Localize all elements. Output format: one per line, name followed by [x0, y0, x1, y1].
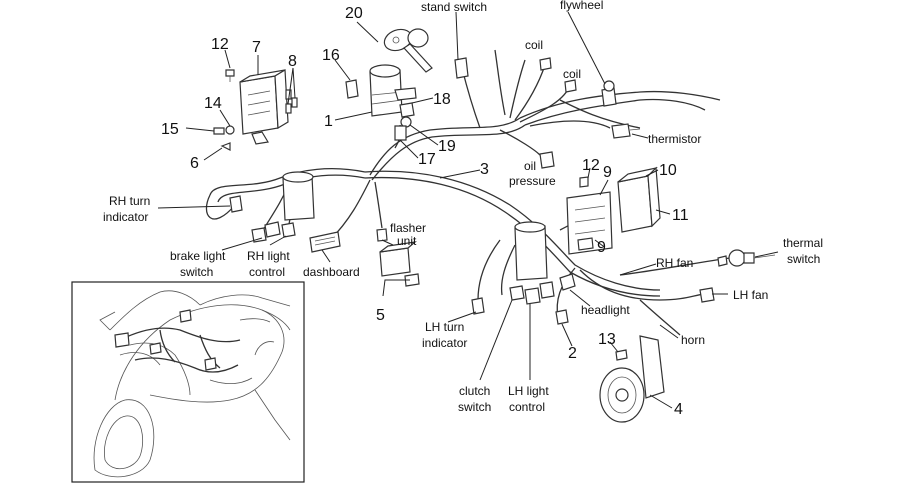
label-headlight: headlight — [581, 303, 630, 317]
relay-7 — [239, 68, 289, 145]
connector-16 — [345, 79, 359, 99]
dashboard-connector — [309, 231, 341, 253]
motorcycle-inset — [71, 281, 305, 483]
flasher-unit — [376, 228, 420, 287]
label-clutch-2: switch — [458, 400, 491, 414]
callout-6: 6 — [190, 155, 199, 172]
label-rh-turn-1: RH turn — [109, 194, 150, 208]
main-wiring-harness — [205, 49, 731, 336]
label-brake-light-2: switch — [180, 265, 213, 279]
label-rh-turn-2: indicator — [103, 210, 148, 224]
callout-11: 11 — [672, 207, 689, 224]
callout-5: 5 — [376, 307, 385, 324]
ignition-keys — [383, 28, 433, 73]
callout-7: 7 — [252, 39, 261, 56]
wire-bundle-right — [471, 221, 555, 315]
callout-16: 16 — [322, 47, 340, 64]
label-lh-turn-1: LH turn — [425, 320, 464, 334]
callout-17: 17 — [418, 151, 436, 168]
label-coil-2: coil — [563, 67, 581, 81]
callout-1: 1 — [324, 113, 333, 130]
callout-12-top: 12 — [211, 36, 229, 53]
label-thermal-1: thermal — [783, 236, 823, 250]
callout-18: 18 — [433, 91, 451, 108]
thermistor-sensor — [611, 123, 641, 139]
label-lh-light-1: LH light — [508, 384, 549, 398]
label-coil-1: coil — [525, 38, 543, 52]
label-lh-light-2: control — [509, 400, 545, 414]
oil-pressure-switch — [539, 151, 555, 169]
small-parts-17-18-19 — [394, 102, 415, 141]
label-rh-light-2: control — [249, 265, 285, 279]
label-dashboard: dashboard — [303, 265, 360, 279]
label-lh-fan: LH fan — [733, 288, 768, 302]
callout-2: 2 — [568, 345, 577, 362]
callout-10: 10 — [659, 162, 677, 179]
callout-4: 4 — [674, 401, 683, 418]
label-thermal-2: switch — [787, 252, 820, 266]
callout-9-top: 9 — [603, 164, 612, 181]
callout-20: 20 — [345, 5, 363, 22]
label-rh-fan: RH fan — [656, 256, 693, 270]
label-flasher-2: unit — [397, 234, 417, 248]
label-rh-light-1: RH light — [247, 249, 290, 263]
rh-turn-connector — [229, 195, 243, 213]
coil-connectors — [454, 57, 577, 93]
label-oil-pressure-1: oil — [524, 159, 536, 173]
callout-14: 14 — [204, 95, 222, 112]
component-labels: stand switch flywheel coil coil thermist… — [103, 0, 823, 414]
label-horn: horn — [681, 333, 705, 347]
thermal-switch — [717, 249, 776, 267]
label-clutch-1: clutch — [459, 384, 490, 398]
label-brake-light-1: brake light — [170, 249, 226, 263]
callout-12-right: 12 — [582, 157, 600, 174]
lh-fan-connector — [699, 287, 715, 303]
fuse-box — [566, 166, 661, 255]
leader-lines — [157, 11, 779, 409]
callout-19: 19 — [438, 138, 456, 155]
callout-3: 3 — [480, 161, 489, 178]
horn — [599, 335, 665, 423]
flywheel-sensor — [601, 80, 617, 107]
callout-13: 13 — [598, 331, 616, 348]
label-lh-turn-2: indicator — [422, 336, 467, 350]
callout-9-bottom: 9 — [597, 239, 606, 256]
wire-bundle-left — [251, 171, 315, 243]
label-oil-pressure-2: pressure — [509, 174, 556, 188]
callout-15: 15 — [161, 121, 179, 138]
fuses-8 — [285, 89, 298, 114]
headlight-connector — [555, 273, 576, 325]
label-stand-switch: stand switch — [421, 0, 487, 14]
label-thermistor: thermistor — [648, 132, 701, 146]
ignition-switch — [369, 64, 417, 117]
label-flywheel: flywheel — [560, 0, 603, 12]
callout-8: 8 — [288, 53, 297, 70]
callout-numbers: 20 12 7 8 16 14 15 6 1 18 19 17 3 12 9 1… — [161, 5, 689, 418]
label-flasher-1: flasher — [390, 221, 426, 235]
